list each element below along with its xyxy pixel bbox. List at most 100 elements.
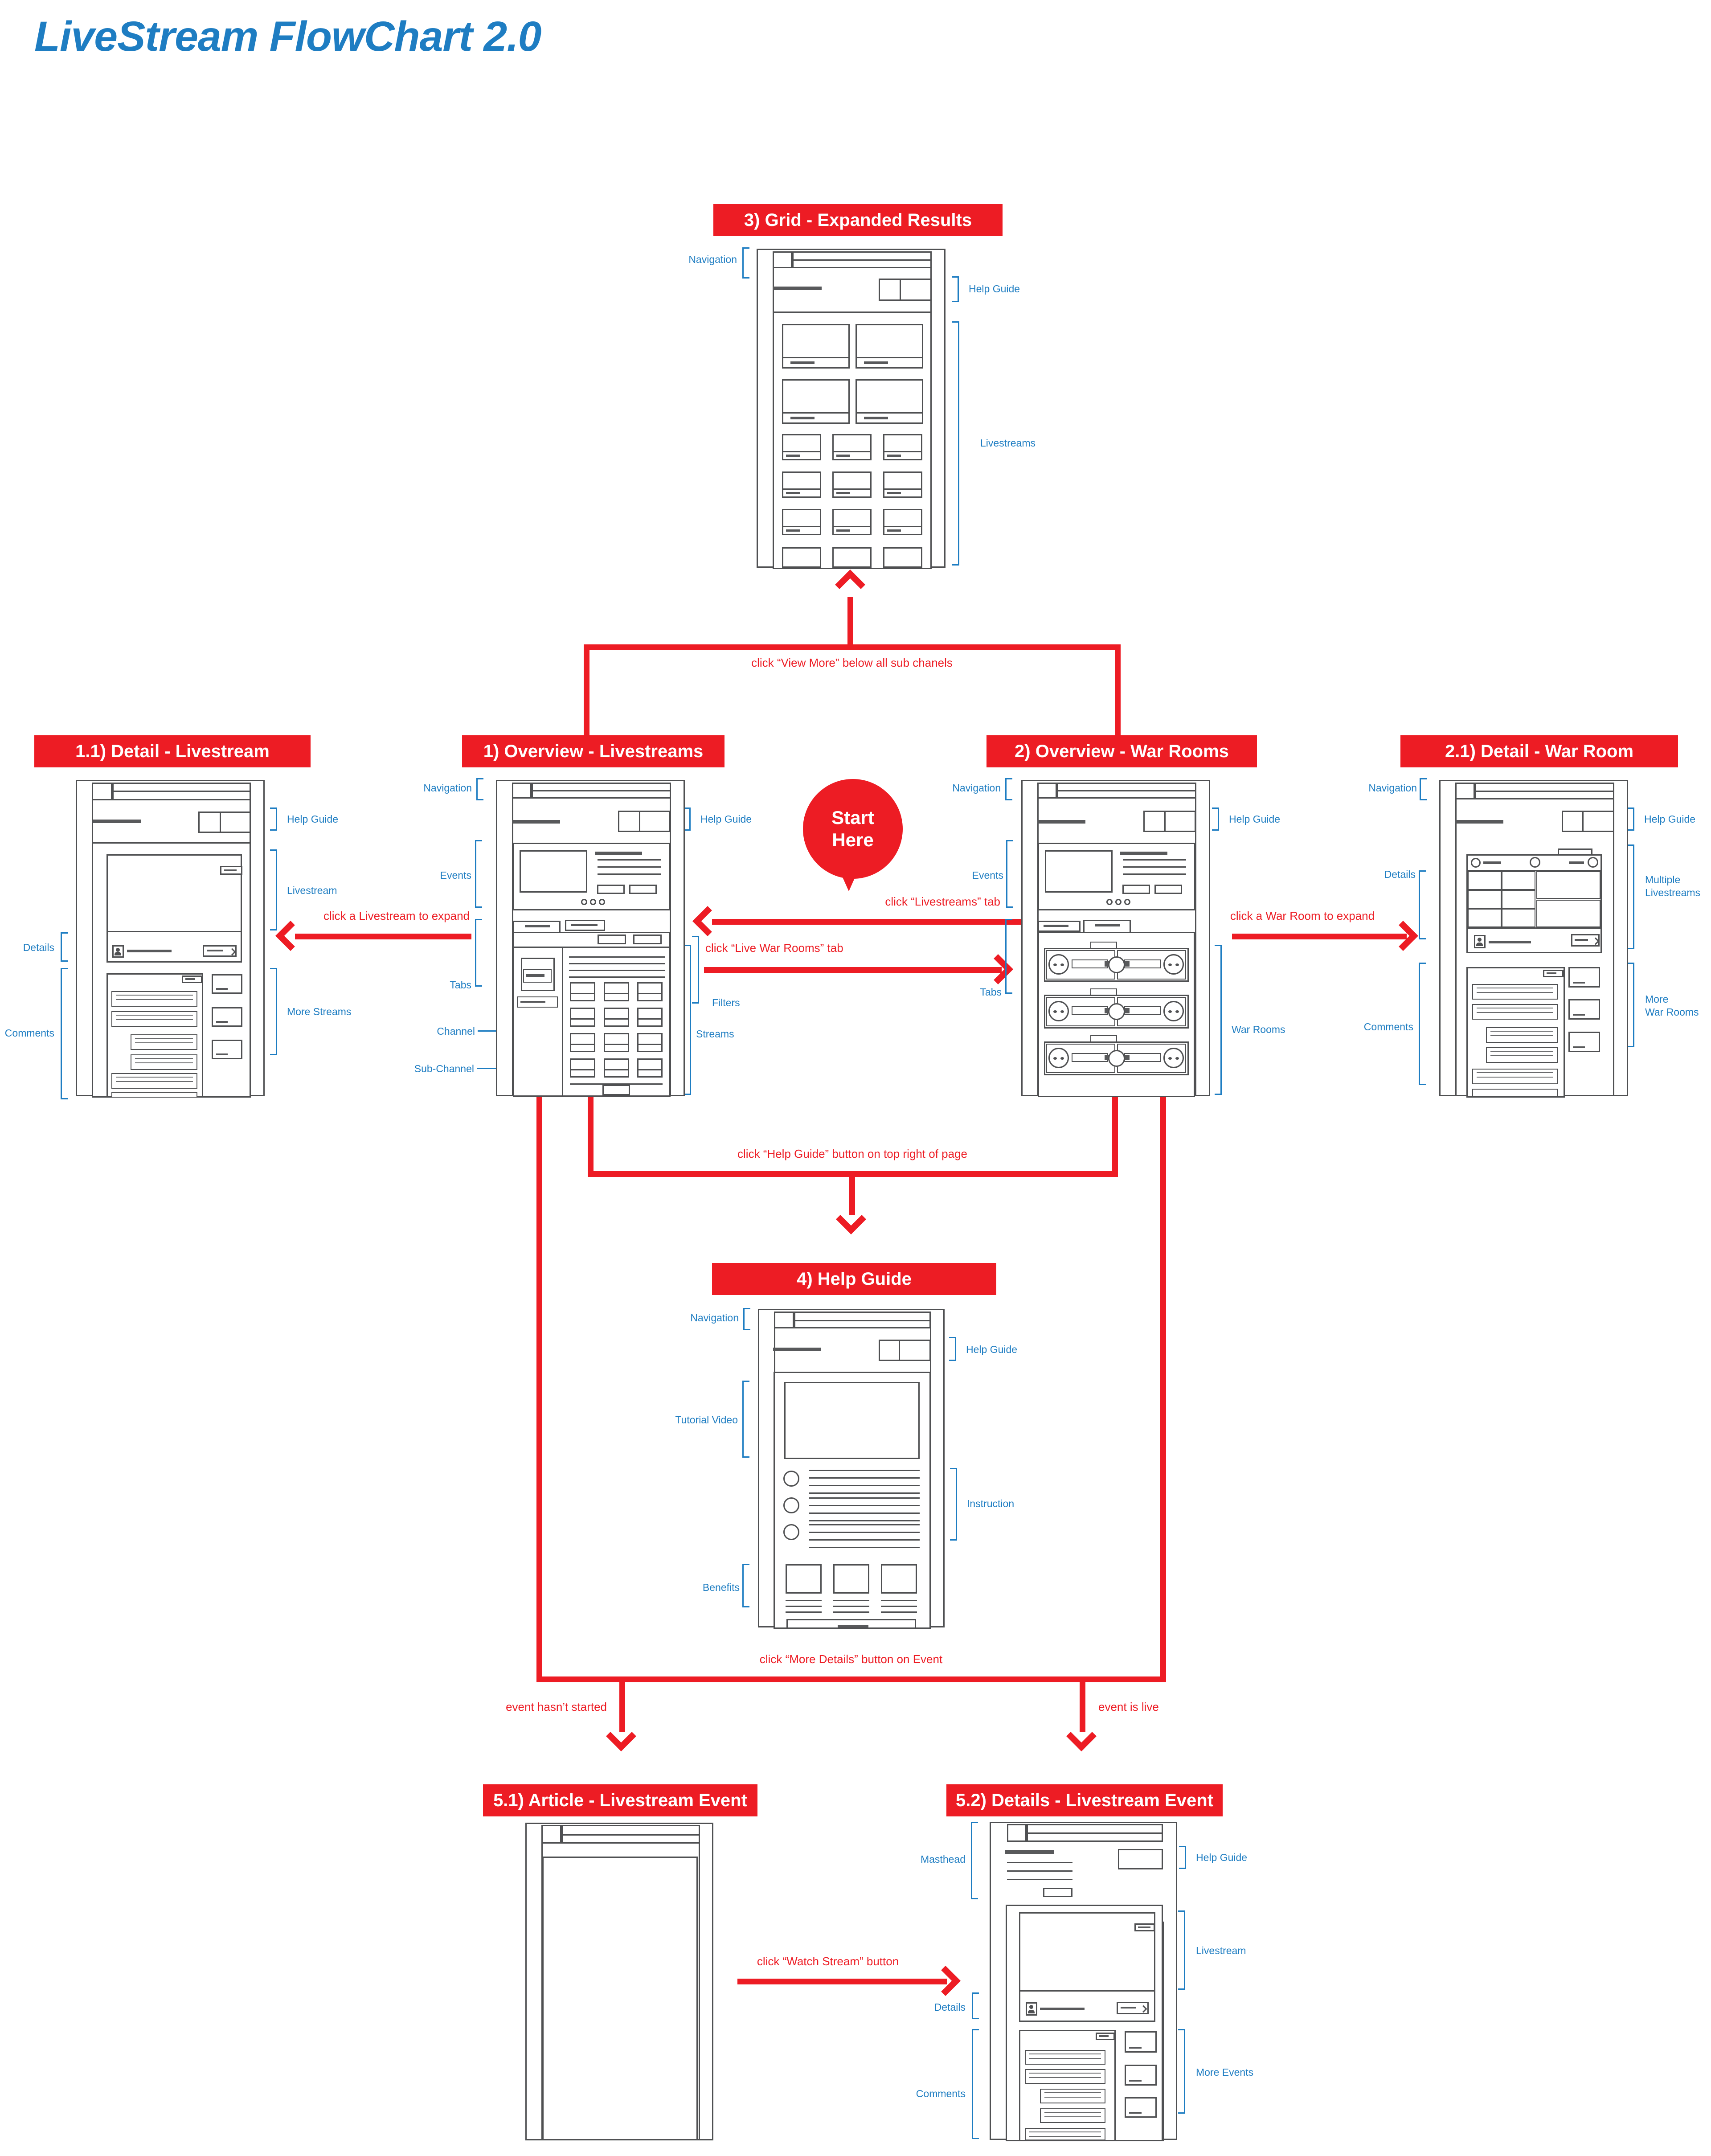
livestream-card-small bbox=[782, 509, 821, 535]
comment-row bbox=[111, 1011, 197, 1027]
button-divider bbox=[639, 811, 640, 832]
nav-divider bbox=[1027, 1832, 1163, 1834]
nav-square bbox=[92, 783, 112, 800]
label-o1-filters: Filters bbox=[712, 997, 740, 1008]
stream-cell bbox=[1468, 890, 1502, 909]
button-dash bbox=[1575, 939, 1588, 941]
instruction-lines bbox=[809, 1497, 920, 1523]
stream-cell bbox=[1502, 871, 1535, 890]
wireframe-detail-war-room bbox=[1439, 780, 1628, 1098]
bracket-o1-help bbox=[684, 807, 691, 831]
bracket-d21-comments bbox=[1419, 963, 1426, 1085]
connector-helpguide-down bbox=[849, 1177, 855, 1215]
comment-row bbox=[131, 1054, 197, 1070]
event-text-lines bbox=[1123, 859, 1186, 880]
stream-card bbox=[604, 1058, 629, 1078]
player-avatar bbox=[1048, 954, 1069, 975]
more-event-card bbox=[1125, 2065, 1157, 2086]
player-bar bbox=[1072, 1006, 1108, 1015]
stream-card bbox=[637, 1008, 663, 1027]
comment-row bbox=[131, 1034, 197, 1050]
label-hg-benefits: Benefits bbox=[702, 1582, 740, 1593]
wireframe-help-guide bbox=[758, 1309, 945, 1629]
nav-square bbox=[1455, 783, 1475, 799]
instruction-circle bbox=[783, 1497, 799, 1513]
arrowhead-right-watch bbox=[930, 1966, 961, 1996]
player-avatar bbox=[1163, 1001, 1184, 1021]
instruction-circle bbox=[783, 1471, 799, 1487]
connector-grid-right bbox=[1115, 644, 1121, 736]
annotation-click-livestream: click a Livestream to expand bbox=[323, 909, 470, 922]
connector-grid-horizontal bbox=[584, 644, 1121, 650]
nav-divider bbox=[1057, 790, 1196, 791]
nav-square bbox=[541, 1825, 561, 1844]
nav-divider bbox=[112, 791, 251, 792]
streamer-circle bbox=[1471, 858, 1481, 868]
bracket-o1-filters bbox=[692, 936, 699, 1004]
nav-square bbox=[773, 251, 792, 268]
arrowhead-down-article bbox=[606, 1721, 636, 1751]
label-d11-livestream: Livestream bbox=[287, 885, 337, 896]
comment-row bbox=[1472, 1069, 1558, 1084]
nav-square bbox=[774, 1312, 794, 1328]
livestream-card bbox=[856, 379, 923, 424]
annotation-watch-stream: click “Watch Stream” button bbox=[757, 1955, 899, 1968]
label-grid-help: Help Guide bbox=[969, 283, 1020, 295]
button-dash bbox=[224, 869, 237, 871]
section-title-detail-war-room: 2.1) Detail - War Room bbox=[1400, 735, 1678, 767]
annotation-view-more: click “View More” below all sub chanels bbox=[751, 656, 953, 669]
wireframe-detail-livestream bbox=[76, 780, 265, 1098]
button-divider bbox=[1582, 811, 1584, 832]
panel-divider bbox=[1466, 870, 1602, 871]
more-stream-card bbox=[212, 1007, 242, 1027]
comment-row bbox=[1486, 1027, 1558, 1043]
title-dash bbox=[773, 287, 822, 290]
margin-line-right bbox=[699, 1844, 700, 2140]
event-text-lines bbox=[598, 859, 661, 880]
bracket-hg-instruction bbox=[950, 1468, 957, 1541]
help-guide-buttons bbox=[879, 1340, 931, 1361]
benefit-box bbox=[833, 1564, 869, 1594]
wireframe-grid-expanded bbox=[757, 249, 946, 569]
livestream-card bbox=[782, 379, 850, 424]
comment-row bbox=[1472, 1004, 1558, 1020]
player-square bbox=[1105, 1008, 1109, 1013]
wireframe-details-event bbox=[990, 1822, 1177, 2141]
bracket-hg-tutorial bbox=[742, 1381, 749, 1458]
panel-tab bbox=[1558, 848, 1592, 856]
help-guide-buttons bbox=[198, 812, 251, 833]
view-more-rule bbox=[570, 1083, 663, 1085]
livestream-card-small bbox=[782, 471, 821, 498]
nav-divider bbox=[794, 1320, 931, 1321]
livestream-card-small bbox=[832, 434, 872, 460]
benefit-lines bbox=[881, 1600, 917, 1613]
button-dash bbox=[1138, 1926, 1150, 1928]
nav-square bbox=[1037, 783, 1057, 799]
margin-line-left bbox=[541, 1844, 543, 2140]
label-d21-navigation: Navigation bbox=[1368, 782, 1417, 794]
connector-grid-left bbox=[584, 644, 589, 736]
label-hg-help: Help Guide bbox=[966, 1344, 1018, 1355]
comment-row bbox=[1472, 984, 1558, 1000]
stream-card bbox=[570, 1033, 595, 1052]
stream-cell bbox=[1502, 890, 1535, 909]
annotation-click-help-guide: click “Help Guide” button on top right o… bbox=[737, 1147, 967, 1160]
benefit-lines bbox=[786, 1600, 822, 1613]
label-d21-help: Help Guide bbox=[1644, 813, 1696, 825]
view-more-button bbox=[602, 1085, 630, 1095]
bracket-d52-livestream bbox=[1178, 1910, 1185, 1990]
video-divider bbox=[1019, 1990, 1155, 1992]
label-o1-streams: Streams bbox=[696, 1028, 734, 1040]
section-title-help-guide: 4) Help Guide bbox=[712, 1263, 996, 1295]
more-event-card bbox=[1125, 2031, 1157, 2053]
event-thumbnail bbox=[520, 850, 587, 893]
panel-header-divider bbox=[513, 947, 671, 948]
wireframe-overview-livestreams bbox=[496, 780, 685, 1097]
connector-helpguide-horizontal bbox=[588, 1171, 1118, 1177]
bracket-hg-help bbox=[949, 1337, 956, 1361]
carousel-dot bbox=[1115, 899, 1122, 905]
livestream-card-small bbox=[782, 434, 821, 460]
arrow-watch-stream bbox=[737, 1979, 947, 1984]
tab-dash bbox=[525, 925, 550, 927]
label-o2-events: Events bbox=[972, 869, 1003, 881]
